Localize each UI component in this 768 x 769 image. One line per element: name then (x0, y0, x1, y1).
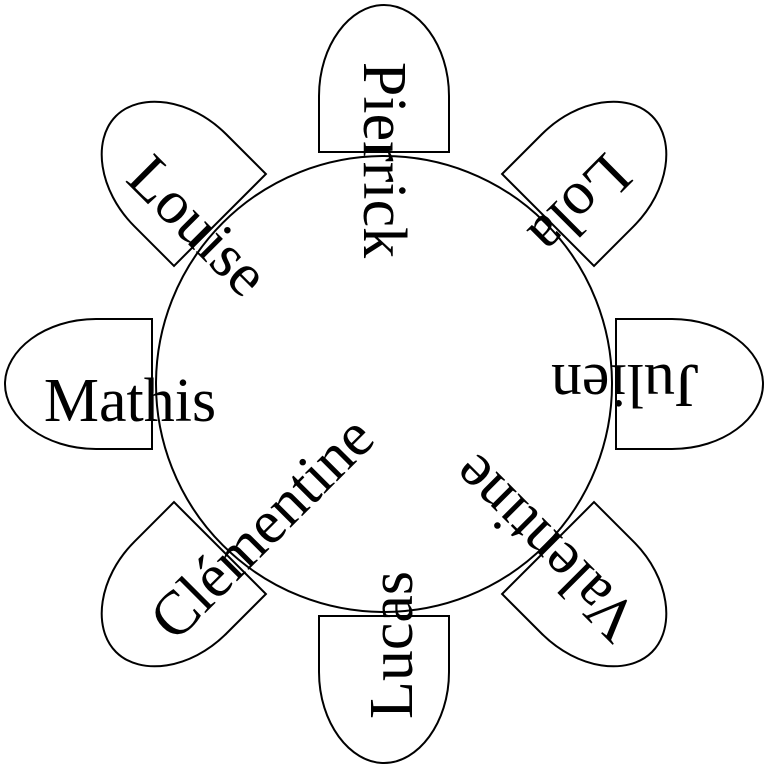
seat-petal-julien (615, 318, 765, 450)
seat-petal-clementine (100, 500, 268, 668)
seat-label-julien: Julien (551, 351, 699, 419)
seat-petal-lola (500, 100, 668, 268)
seat-petal-valentine (500, 500, 668, 668)
seat-petal-pierrick (318, 3, 450, 153)
seat-petals (3, 3, 765, 765)
seat-petal-louise (100, 100, 268, 268)
table-circle (155, 155, 613, 613)
seat-label-mathis: Mathis (44, 367, 216, 435)
seat-petal-lucas (318, 615, 450, 765)
seat-petal-mathis (3, 318, 153, 450)
seat-label-pierrick: Pierrick (350, 62, 418, 258)
seat-label-lucas: Lucas (358, 571, 426, 719)
